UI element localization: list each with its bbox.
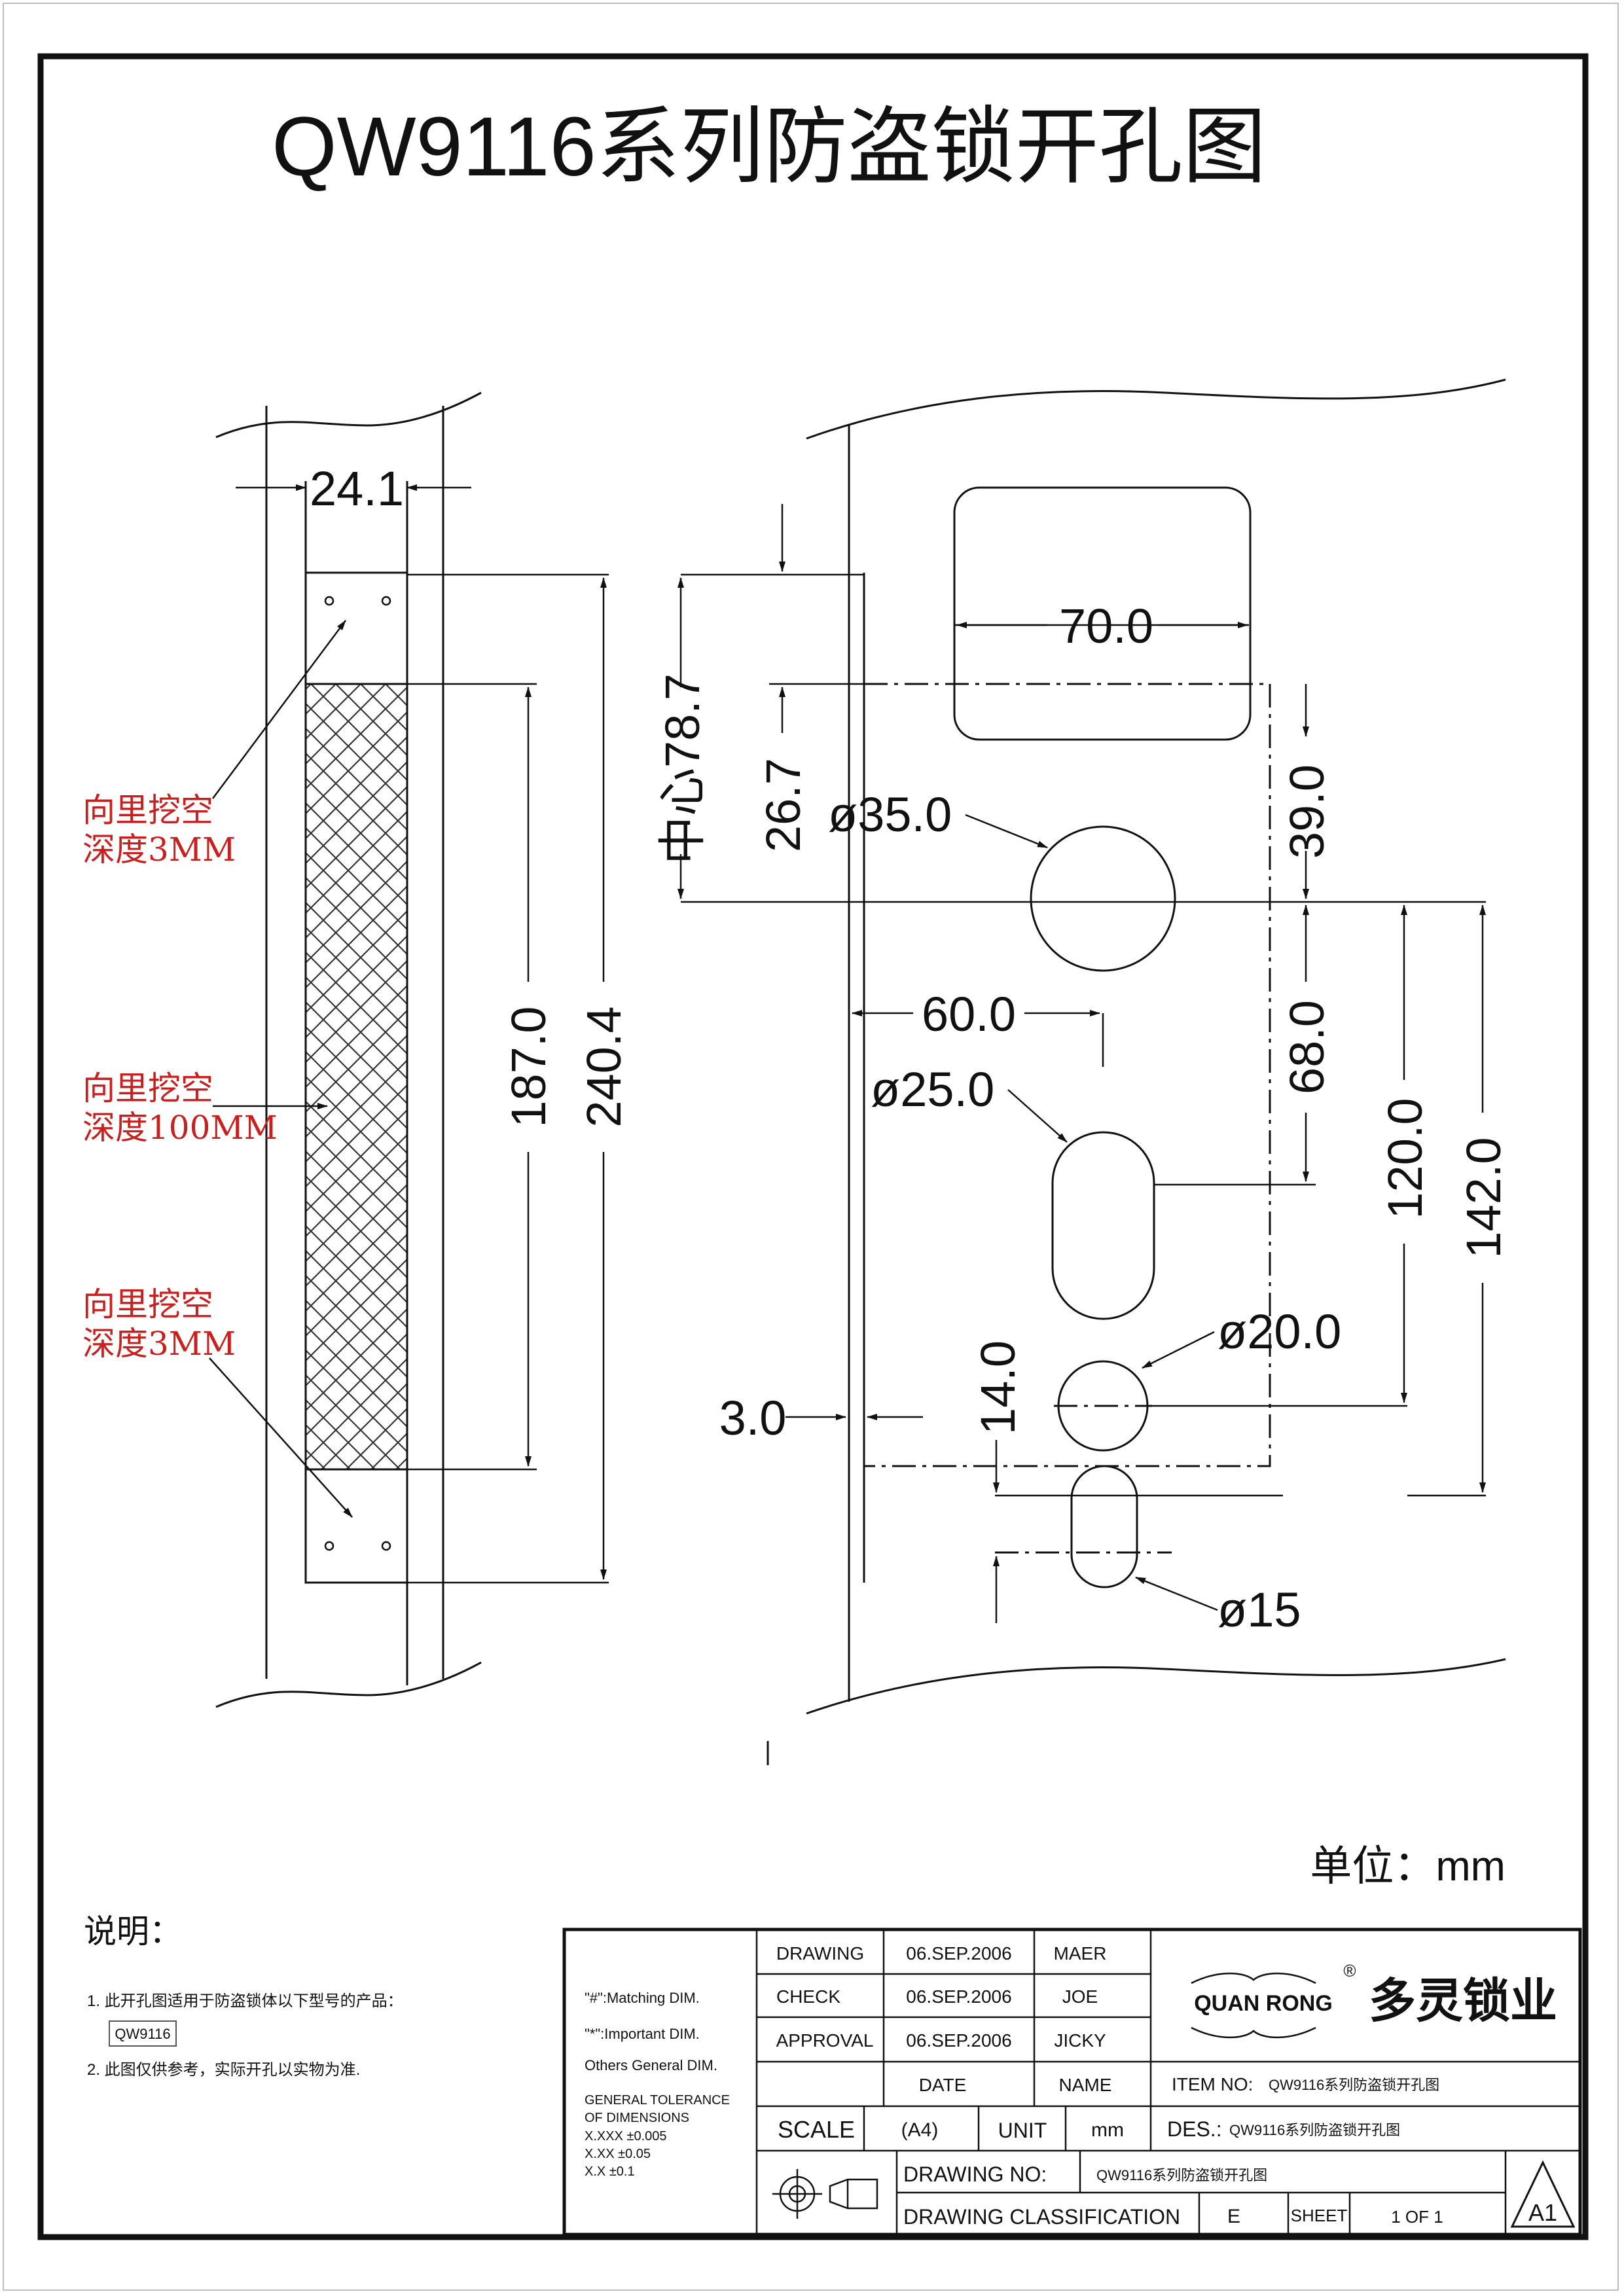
dim-70-label: 70.0 — [1059, 599, 1153, 653]
drawing-label: DRAWING — [776, 1943, 864, 1964]
item-no-label: ITEM NO: — [1172, 2074, 1253, 2094]
unit-label: 单位：mm — [1310, 1842, 1506, 1890]
latch-slot-15 — [1070, 1465, 1138, 1588]
dim-240-label: 240.4 — [577, 1006, 631, 1127]
dim-14-label: 14.0 — [971, 1340, 1025, 1435]
dim-78-label: 中心78.7 — [655, 673, 710, 865]
tolerance-x: X.X ±0.1 — [585, 2164, 635, 2179]
projection-symbol-icon — [772, 2169, 878, 2219]
side-view: 24.1 187.0 240.4 向里挖空 深度3MM 向里挖空 深度100MM… — [82, 391, 631, 1708]
company-name-cn: 多灵锁业 — [1369, 1975, 1557, 2028]
item-no-value: QW9116系列防盗锁开孔图 — [1269, 2077, 1439, 2093]
lock-pocket-hatch — [304, 683, 408, 1471]
dim-142-label: 142.0 — [1456, 1137, 1511, 1258]
sheet-label: SHEET — [1291, 2206, 1348, 2225]
legend-matching: "#":Matching DIM. — [585, 1990, 700, 2006]
side-break-top — [215, 391, 482, 439]
unit-label-tb: UNIT — [998, 2119, 1047, 2142]
model-box — [109, 2020, 177, 2047]
approval-label: APPROVAL — [776, 2030, 874, 2051]
des-value: QW9116系列防盗锁开孔图 — [1229, 2122, 1400, 2138]
main-frame — [37, 53, 1589, 2240]
front-view: 70.0 ø35.0 ø25.0 ø20.0 ø15 中心78.7 — [655, 378, 1511, 1765]
name-header: NAME — [1059, 2075, 1112, 2095]
drawing-no-value: QW9116系列防盗锁开孔图 — [1096, 2167, 1267, 2183]
notes-item2: 2. 此图仅供参考，实际开孔以实物为准. — [87, 2061, 360, 2079]
dim-phi20-label: ø20.0 — [1218, 1304, 1341, 1359]
dim-width-label: 24.1 — [310, 461, 404, 516]
drawing-no-label: DRAWING NO: — [903, 2162, 1047, 2186]
tolerance-line2: OF DIMENSIONS — [585, 2111, 689, 2125]
scale-label: SCALE — [778, 2116, 855, 2143]
dim-phi15-label: ø15 — [1218, 1583, 1301, 1637]
registered-mark: ® — [1343, 1961, 1356, 1981]
side-break-bottom — [215, 1661, 482, 1708]
tolerance-xx: X.XX ±0.05 — [585, 2147, 651, 2161]
classification-label: DRAWING CLASSIFICATION — [903, 2205, 1180, 2229]
handle-hole-35 — [1030, 825, 1176, 972]
annotation-mid-line1: 向里挖空 — [82, 1069, 213, 1107]
annotation-bot-line1: 向里挖空 — [82, 1285, 213, 1323]
company-name-en: QUAN RONG — [1194, 1991, 1333, 2016]
drawing-date: 06.SEP.2006 — [906, 1943, 1011, 1964]
company-logo: QUAN RONG ® 多灵锁业 — [1191, 1961, 1557, 2039]
dim-39-label: 39.0 — [1280, 764, 1334, 859]
notes-heading: 说明： — [84, 1913, 182, 1950]
cylinder-cutout — [953, 486, 1252, 741]
revision-triangle — [1510, 2160, 1576, 2228]
approval-date: 06.SEP.2006 — [906, 2030, 1011, 2051]
front-break-bottom — [806, 1658, 1506, 1715]
deadbolt-slot-25 — [1051, 1131, 1155, 1320]
unit-value: mm — [1091, 2119, 1124, 2141]
outer-border — [3, 3, 1619, 2291]
tolerance-line1: GENERAL TOLERANCE — [585, 2093, 730, 2108]
annotation-top-line2: 深度3MM — [82, 831, 236, 869]
tolerance-xxx: X.XXX ±0.005 — [585, 2129, 667, 2144]
dim-phi35-label: ø35.0 — [828, 787, 952, 842]
drawing-name: MAER — [1054, 1943, 1107, 1964]
legend-important: "*":Important DIM. — [585, 2026, 700, 2042]
classification-value: E — [1227, 2206, 1240, 2227]
legend-others: Others General DIM. — [585, 2057, 717, 2073]
mortise-outline — [864, 683, 1271, 1467]
revision-label: A1 — [1528, 2199, 1557, 2226]
dim-187-label: 187.0 — [501, 1006, 556, 1127]
dim-phi25-label: ø25.0 — [871, 1062, 994, 1117]
dim-68-label: 68.0 — [1280, 1000, 1334, 1094]
page-title: QW9116系列防盗锁开孔图 — [272, 100, 1267, 194]
dim-26-label: 26.7 — [756, 758, 810, 852]
front-break-top — [806, 378, 1506, 440]
check-date: 06.SEP.2006 — [906, 1986, 1011, 2007]
notes: 说明： 1. 此开孔图适用于防盗锁体以下型号的产品： QW9116 2. 此图仅… — [84, 1913, 403, 2079]
annotation-top-line1: 向里挖空 — [82, 791, 213, 829]
annotation-mid-line2: 深度100MM — [82, 1109, 278, 1147]
notes-item1: 1. 此开孔图适用于防盗锁体以下型号的产品： — [87, 1992, 403, 2010]
screw-holes — [324, 596, 391, 1551]
sheet-value: 1 OF 1 — [1391, 2207, 1443, 2227]
title-block: "#":Matching DIM. "*":Important DIM. Oth… — [562, 1928, 1582, 2236]
dim-3-label: 3.0 — [719, 1391, 787, 1445]
scale-value: (A4) — [901, 2119, 939, 2141]
annotation-bot-line2: 深度3MM — [82, 1325, 236, 1363]
approval-name: JICKY — [1054, 2030, 1106, 2051]
des-label: DES.: — [1167, 2117, 1222, 2141]
check-name: JOE — [1062, 1986, 1098, 2007]
dim-60-label: 60.0 — [922, 987, 1016, 1041]
model-box-label: QW9116 — [115, 2026, 170, 2042]
check-label: CHECK — [776, 1986, 840, 2007]
date-header: DATE — [919, 2075, 967, 2095]
dim-120-label: 120.0 — [1378, 1098, 1432, 1219]
